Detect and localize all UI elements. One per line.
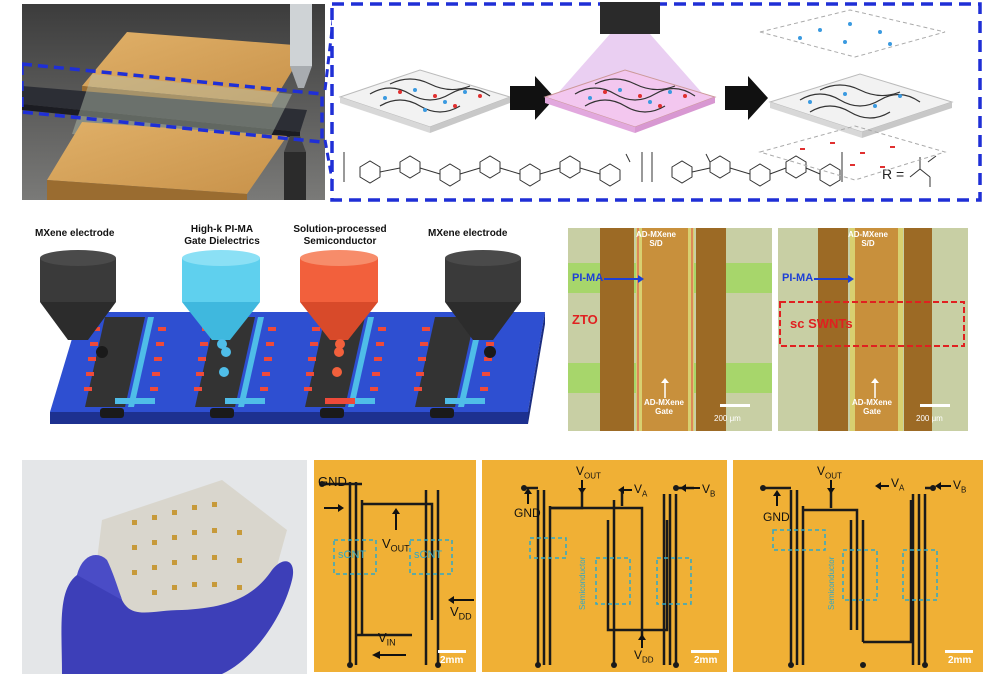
circuit-nor: VOUT VA VB GND Semiconductor 2mm bbox=[733, 460, 983, 672]
nozzle-label-pima-line2: Gate Dielectrics bbox=[184, 236, 260, 247]
nozzle-label-mxene-left: MXene electrode bbox=[35, 228, 115, 239]
semiconductor-label: Semiconductor bbox=[827, 556, 836, 610]
chemical-formula bbox=[343, 152, 937, 187]
gnd-label: GND bbox=[763, 510, 790, 524]
scale-label: 2mm bbox=[694, 655, 718, 666]
printing-schematic-panel: MXene electrode High-k PI-MA Gate Dielec… bbox=[30, 222, 565, 438]
uv-lamp bbox=[600, 2, 660, 34]
scale-label: 200 μm bbox=[714, 414, 741, 423]
nozzle-label-mxene-right: MXene electrode bbox=[428, 228, 508, 239]
circuit-nand: VOUT VA VB GND Semiconductor VDD 2mm bbox=[482, 460, 727, 672]
sd-label-1: AD-MXene bbox=[848, 230, 889, 239]
nozzle-label-pima-line1: High-k PI-MA bbox=[191, 224, 253, 235]
scnt-left-label: sCNT bbox=[338, 549, 367, 561]
sd-label-2: S/D bbox=[861, 239, 875, 248]
scale-label: 2mm bbox=[440, 655, 464, 666]
nozzle-mxene-right bbox=[445, 250, 521, 358]
zto-label: ZTO bbox=[572, 312, 598, 327]
swnt-label: sc SWNTs bbox=[790, 316, 853, 331]
gate-label-2: Gate bbox=[655, 407, 673, 416]
vdd-label: VDD bbox=[634, 648, 654, 665]
nozzle-mxene-left bbox=[40, 250, 116, 358]
gate-label-2: Gate bbox=[863, 407, 881, 416]
vin-label: VIN bbox=[378, 630, 396, 648]
arrow-1 bbox=[510, 76, 555, 120]
vb-label: VB bbox=[953, 478, 967, 495]
scale-label: 2mm bbox=[948, 655, 972, 666]
vout-label: VOUT bbox=[382, 536, 410, 554]
sd-label-2: S/D bbox=[649, 239, 663, 248]
micrograph-zto: AD-MXene S/D PI-MA ZTO AD-MXene Gate 200… bbox=[568, 228, 772, 431]
film-step-1 bbox=[338, 69, 512, 133]
gnd-label: GND bbox=[318, 474, 347, 489]
scale-bar bbox=[720, 404, 750, 407]
sd-label-1: AD-MXene bbox=[636, 230, 677, 239]
gate-label-1: AD-MXene bbox=[644, 398, 685, 407]
micrograph-swnt: AD-MXene S/D PI-MA sc SWNTs AD-MXene Gat… bbox=[778, 228, 968, 431]
pima-label: PI-MA bbox=[572, 272, 604, 284]
gate-label-1: AD-MXene bbox=[852, 398, 893, 407]
circuit-inverter: GND VOUT sCNT sCNT VDD VIN 2mm bbox=[314, 460, 476, 672]
vdd-label: VDD bbox=[450, 604, 472, 622]
va-label: VA bbox=[634, 482, 648, 499]
vb-label: VB bbox=[702, 482, 716, 499]
render-3d-panel bbox=[22, 4, 325, 200]
pima-label: PI-MA bbox=[782, 272, 814, 284]
arrow-2 bbox=[725, 76, 768, 120]
vout-label: VOUT bbox=[576, 464, 601, 481]
flexible-device-photo bbox=[22, 460, 307, 674]
scale-label: 200 μm bbox=[916, 414, 943, 423]
va-label: VA bbox=[891, 476, 905, 493]
nozzle-semiconductor bbox=[300, 250, 378, 349]
semiconductor-label: Semiconductor bbox=[578, 556, 587, 610]
scnt-right-label: sCNT bbox=[414, 549, 443, 561]
gnd-label: GND bbox=[514, 506, 541, 520]
vout-label: VOUT bbox=[817, 464, 842, 481]
nozzle-label-semi-line1: Solution-processed bbox=[293, 224, 386, 235]
exploded-layers bbox=[758, 9, 954, 181]
nozzle-pima bbox=[182, 250, 260, 349]
film-step-2 bbox=[543, 69, 717, 133]
scale-bar bbox=[920, 404, 950, 407]
process-schematic-panel: R = bbox=[330, 2, 982, 202]
nozzle-label-semi-line2: Semiconductor bbox=[304, 236, 377, 247]
